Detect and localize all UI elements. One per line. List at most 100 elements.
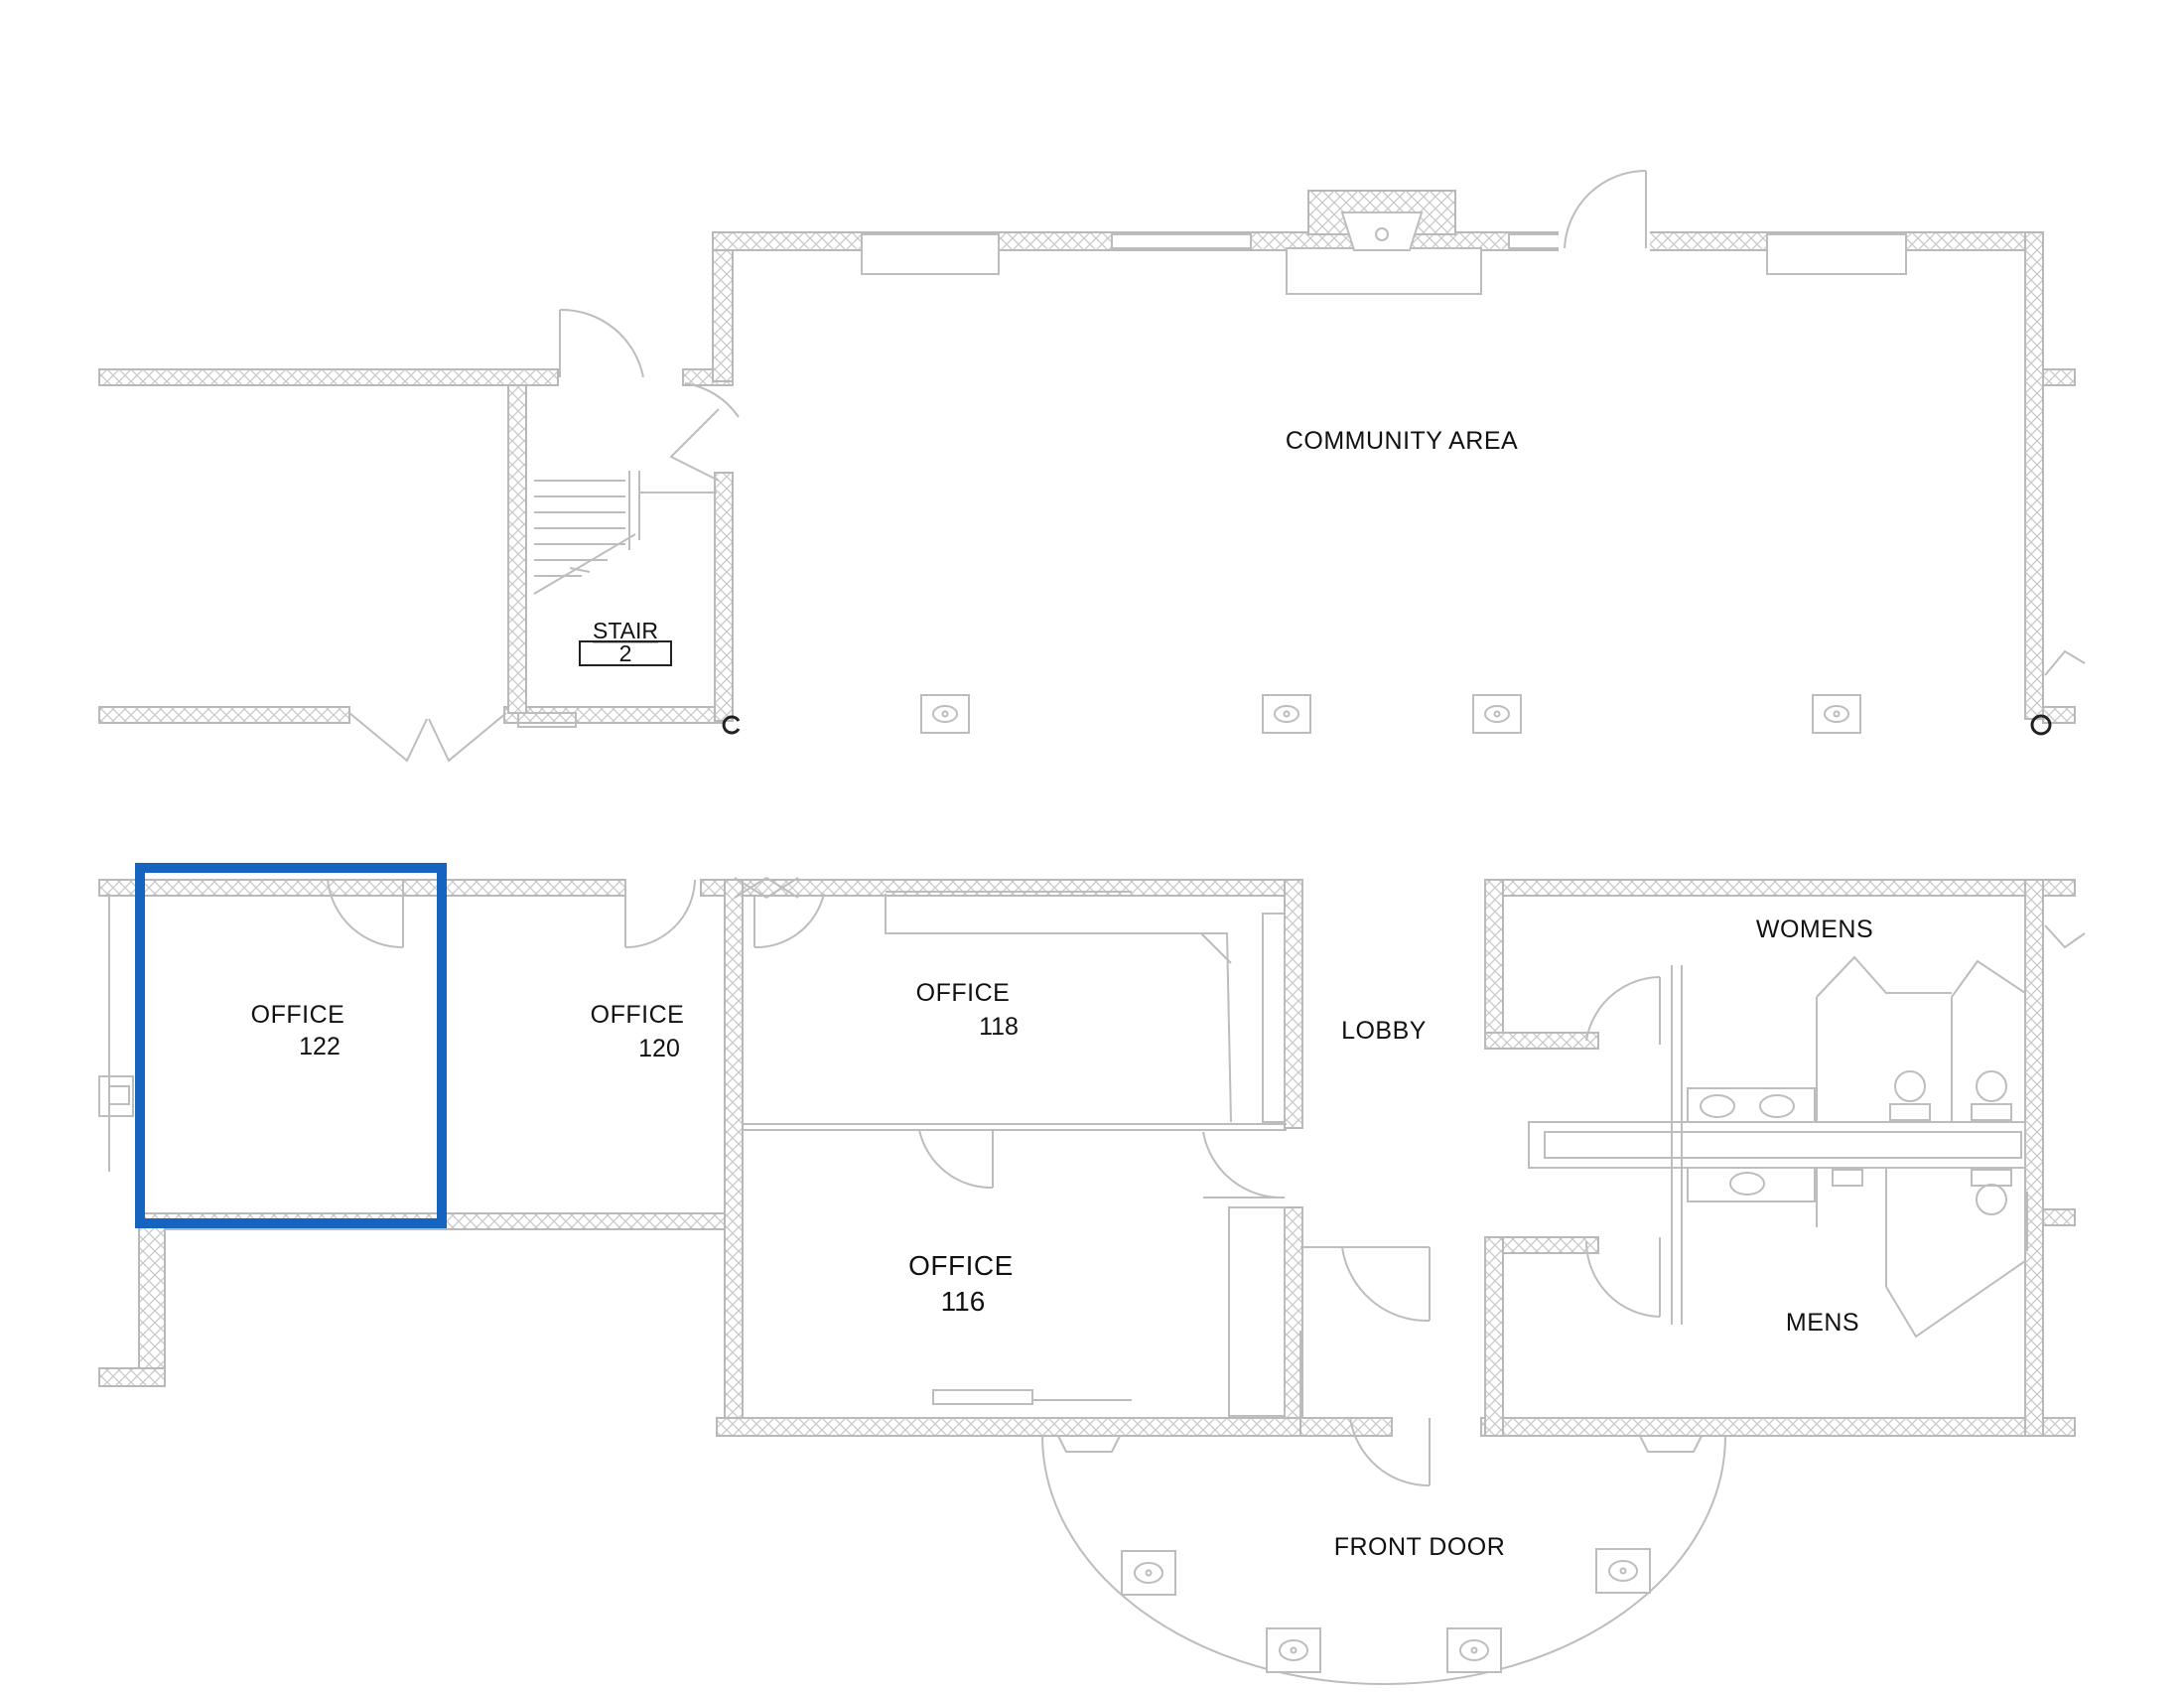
door-swing (559, 308, 644, 378)
door-swing (1341, 1246, 1431, 1323)
door-opening (1559, 226, 1650, 254)
stair-cut (533, 533, 636, 595)
column-bases-porch (1121, 1548, 1651, 1673)
door-swing (1349, 1417, 1431, 1487)
stair-number-box (579, 640, 672, 666)
window (932, 1389, 1033, 1405)
toilet (1894, 1070, 1926, 1102)
office-118-number: 118 (979, 1013, 1019, 1041)
sink-counter (1687, 1167, 1816, 1202)
office-118-label: OFFICE (916, 979, 1011, 1007)
office-116-label: OFFICE (908, 1250, 1014, 1281)
front-porch (1041, 1435, 1726, 1685)
window (1286, 247, 1482, 295)
wall (716, 1417, 1301, 1437)
office-120-label: OFFICE (591, 1001, 685, 1029)
wall (2042, 368, 2076, 386)
door-swing (918, 1129, 994, 1190)
lobby-label: LOBBY (1341, 1017, 1427, 1045)
fixtures (1700, 1033, 2028, 1251)
window (1111, 233, 1252, 249)
door-swing (1585, 1240, 1661, 1318)
toilet (1976, 1070, 2007, 1102)
toilet-tank (1971, 1103, 2012, 1121)
fixture (108, 1085, 130, 1105)
sink (1700, 1094, 1735, 1118)
column-base (920, 694, 970, 734)
counter (885, 894, 1232, 1123)
door-swing (1202, 1131, 1286, 1199)
door-swing (327, 879, 404, 949)
wall (503, 706, 724, 724)
wall (714, 472, 734, 722)
door-swing (669, 408, 720, 482)
corner-mark (2030, 714, 2052, 736)
counter (1262, 913, 1286, 1123)
door-swing (2044, 924, 2086, 949)
restroom-counter (1528, 1121, 2026, 1169)
wall (1484, 879, 1504, 1050)
restroom-counter (1544, 1131, 2022, 1159)
upper-doors (348, 169, 1647, 763)
column-base (1121, 1550, 1176, 1596)
column-base (1595, 1548, 1651, 1594)
wall (507, 384, 527, 714)
office-120-number: 120 (638, 1035, 680, 1062)
office-122-number: 122 (299, 1033, 341, 1060)
window (1766, 233, 1907, 275)
stall (1951, 959, 2026, 998)
wall (712, 231, 734, 382)
sink (1729, 1172, 1765, 1196)
upper-windows (861, 212, 1907, 295)
stair-label: STAIR (593, 618, 658, 643)
door-swing (2044, 649, 2086, 676)
stair-landing (517, 712, 577, 728)
column-base (1262, 694, 1311, 734)
corner-mark (722, 715, 741, 735)
column-bases-upper (920, 694, 1861, 734)
lower-doors (327, 877, 2086, 1487)
fixture (98, 1075, 134, 1117)
stair-number: 2 (619, 640, 632, 666)
door-swing (684, 382, 740, 418)
column-base (1472, 694, 1522, 734)
stair-arrow (569, 567, 591, 573)
room-labels: COMMUNITY AREA STAIR 2 OFFICE 122 OFFICE… (251, 427, 1873, 1561)
counter (1200, 932, 1232, 964)
wall (1484, 1236, 1504, 1437)
column-base (1446, 1627, 1502, 1673)
counter (1228, 1206, 1286, 1417)
stair-treads (517, 471, 717, 728)
toilet-tank (1971, 1169, 2012, 1187)
wall (1284, 879, 1303, 1129)
wall (2024, 879, 2044, 1437)
porch-arc (1041, 1435, 1726, 1685)
wall (98, 368, 559, 386)
wall (98, 706, 350, 724)
upper-walls (98, 190, 2076, 724)
office-122-label: OFFICE (251, 1001, 345, 1029)
door-swing (1564, 169, 1647, 249)
left-edge-details (98, 894, 134, 1172)
wall (138, 1226, 166, 1387)
wall (98, 1367, 166, 1387)
toilet (1976, 1184, 2007, 1215)
wall (724, 879, 744, 1437)
window (861, 233, 1000, 275)
wall (1484, 1032, 1599, 1050)
wall (1480, 1417, 2076, 1437)
community-area-label: COMMUNITY AREA (1286, 427, 1518, 455)
front-door-label: FRONT DOOR (1334, 1533, 1506, 1561)
office-116-number: 116 (941, 1286, 986, 1317)
step-mark (1057, 1435, 1121, 1453)
upper-corner-marks (722, 714, 2052, 736)
wall (98, 879, 626, 897)
column-base (1266, 1627, 1321, 1673)
wall (1486, 879, 2076, 897)
stall (1816, 955, 1952, 998)
door-swing (348, 712, 428, 763)
wall-mark (734, 877, 799, 899)
womens-label: WOMENS (1756, 916, 1873, 943)
